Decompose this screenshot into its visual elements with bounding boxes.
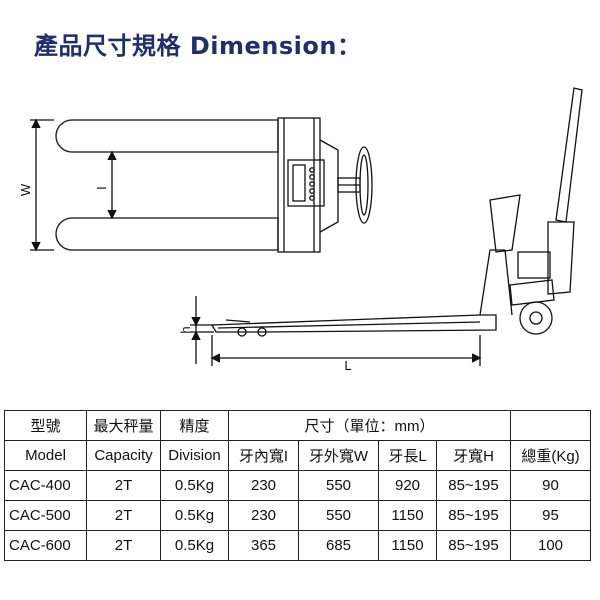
table-cell: 85~195 bbox=[436, 530, 511, 561]
header-model-zh: 型號 bbox=[4, 410, 87, 441]
header-cell: 總重(Kg) bbox=[510, 440, 591, 471]
top-view-handle-wheel bbox=[355, 146, 373, 224]
header-cell: 牙外寬W bbox=[298, 440, 379, 471]
table-row: CAC-600 2T 0.5Kg 365 685 1150 85~195 100 bbox=[4, 530, 591, 561]
table-cell: 95 bbox=[510, 500, 591, 531]
header-cell: Model bbox=[4, 440, 87, 471]
table-row: CAC-400 2T 0.5Kg 230 550 920 85~195 90 bbox=[4, 470, 591, 501]
header-capacity-zh: 最大秤量 bbox=[86, 410, 161, 441]
header-cell: Division bbox=[160, 440, 229, 471]
top-view-fork bbox=[55, 117, 321, 253]
table-cell: 2T bbox=[86, 500, 161, 531]
table-row: CAC-500 2T 0.5Kg 230 550 1150 85~195 95 bbox=[4, 500, 591, 531]
top-view-dimension-i bbox=[107, 150, 117, 220]
table-cell: 2T bbox=[86, 530, 161, 561]
header-cell: 牙寬H bbox=[436, 440, 511, 471]
side-view-dimension-h bbox=[190, 296, 214, 364]
header-cell: 牙內寬I bbox=[228, 440, 299, 471]
table-header-row: Model Capacity Division 牙內寬I 牙外寬W 牙長L 牙寬… bbox=[4, 440, 591, 471]
top-view-scale-head bbox=[287, 139, 361, 233]
label-w: W bbox=[18, 183, 33, 196]
table-cell: 2T bbox=[86, 470, 161, 501]
side-view-scale-body bbox=[479, 194, 555, 316]
header-dimensions: 尺寸（單位：mm） bbox=[228, 410, 511, 441]
table-cell: CAC-600 bbox=[4, 530, 87, 561]
table-cell: 550 bbox=[298, 500, 379, 531]
side-view-wheel bbox=[519, 301, 553, 335]
table-cell: 0.5Kg bbox=[160, 530, 229, 561]
page-title: 產品尺寸規格 Dimension： bbox=[34, 32, 362, 60]
table-cell: 85~195 bbox=[436, 500, 511, 531]
table-header-row: 型號 最大秤量 精度 尺寸（單位：mm） bbox=[4, 410, 591, 441]
header-cell: Capacity bbox=[86, 440, 161, 471]
header-cell: 牙長L bbox=[378, 440, 437, 471]
table-cell: 550 bbox=[298, 470, 379, 501]
table-cell: 0.5Kg bbox=[160, 470, 229, 501]
side-view-dimension-l bbox=[210, 335, 482, 366]
table-cell: 685 bbox=[298, 530, 379, 561]
side-view-handle bbox=[547, 87, 583, 295]
spec-table: 型號 最大秤量 精度 尺寸（單位：mm） Model Capacity Divi… bbox=[4, 410, 591, 561]
table-cell: 0.5Kg bbox=[160, 500, 229, 531]
label-l: L bbox=[344, 358, 351, 373]
table-cell: 230 bbox=[228, 500, 299, 531]
label-i: I bbox=[94, 186, 109, 190]
header-division-zh: 精度 bbox=[160, 410, 229, 441]
top-view-dimension-w bbox=[30, 118, 54, 252]
table-cell: 90 bbox=[510, 470, 591, 501]
dimension-drawing: W I h L bbox=[18, 87, 583, 373]
table-cell: CAC-400 bbox=[4, 470, 87, 501]
side-view-fork bbox=[210, 314, 497, 337]
table-cell: 920 bbox=[378, 470, 437, 501]
table-cell: 1150 bbox=[378, 530, 437, 561]
table-cell: 230 bbox=[228, 470, 299, 501]
table-cell: CAC-500 bbox=[4, 500, 87, 531]
table-cell: 365 bbox=[228, 530, 299, 561]
table-cell: 85~195 bbox=[436, 470, 511, 501]
table-cell: 1150 bbox=[378, 500, 437, 531]
header-empty bbox=[510, 410, 591, 441]
table-cell: 100 bbox=[510, 530, 591, 561]
label-h: h bbox=[178, 326, 193, 333]
